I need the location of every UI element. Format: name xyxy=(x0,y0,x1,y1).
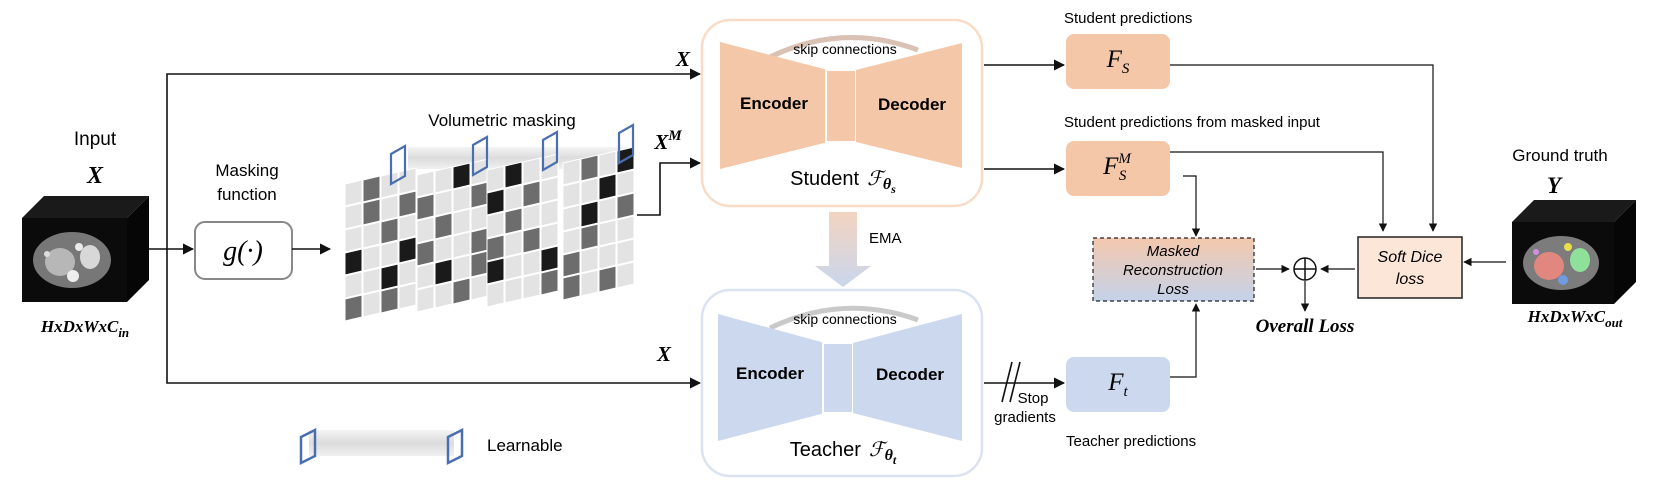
masking-function: Masking function g(·) xyxy=(194,161,293,280)
stop-gradient-slash-2 xyxy=(1009,361,1021,403)
teacher-pred-label: Teacher predictions xyxy=(1066,433,1196,450)
input-shape: HxDxWxCin xyxy=(40,317,129,340)
teacher-skip-label: skip connections xyxy=(793,311,897,327)
student-bottleneck xyxy=(825,69,857,143)
masked-slab xyxy=(416,135,489,313)
stop-gradients-line2: gradients xyxy=(994,409,1056,426)
teacher-network: skip connections Encoder Decoder Teacher… xyxy=(700,288,984,478)
mrl-line2: Reconstruction xyxy=(1123,262,1223,279)
teacher-skip-arc xyxy=(768,305,919,331)
student-skip-label: skip connections xyxy=(793,41,897,57)
masking-function-formula: g(·) xyxy=(223,236,263,267)
masked-input-symbol: XM xyxy=(653,128,682,154)
learnable-label: Learnable xyxy=(487,436,563,455)
masked-slab xyxy=(486,130,559,308)
input-arrows xyxy=(149,68,702,389)
student-decoder-label: Decoder xyxy=(878,95,946,114)
student-prediction: Student predictions FS xyxy=(1064,10,1192,89)
teacher-bottleneck xyxy=(822,342,854,414)
ct-volume-input-icon xyxy=(22,196,149,302)
ground-truth-symbol: Y xyxy=(1547,173,1563,198)
teacher-decoder-shape xyxy=(853,314,962,441)
ema-arrow xyxy=(815,212,871,287)
ground-truth-heading: Ground truth xyxy=(1512,146,1607,165)
student-encoder-shape xyxy=(720,42,828,169)
student-network: skip connections Encoder Decoder Student… xyxy=(700,18,984,208)
input-block: Input X HxDxWxCin xyxy=(22,129,149,340)
ema-label: EMA xyxy=(869,230,902,247)
teacher-decoder-label: Decoder xyxy=(876,365,944,384)
soft-dice-line1: Soft Dice xyxy=(1378,249,1443,266)
student-pred-label: Student predictions xyxy=(1064,10,1192,27)
ground-truth-shape: HxDxWxCout xyxy=(1527,307,1623,330)
stop-gradients-line1: Stop xyxy=(1018,390,1049,407)
masked-slab xyxy=(344,144,417,322)
teacher-encoder-label: Encoder xyxy=(736,364,804,383)
mrl-line3: Loss xyxy=(1157,281,1189,298)
masking-function-box xyxy=(194,221,293,280)
masked-volume-stack xyxy=(344,123,635,322)
teacher-pred-symbol: Ft xyxy=(1107,369,1128,400)
segmentation-volume-icon xyxy=(1512,200,1636,304)
student-encoder-label: Encoder xyxy=(740,94,808,113)
masked-slab xyxy=(562,123,635,301)
mrl-line1: Masked xyxy=(1147,243,1200,260)
teacher-prediction: Ft Teacher predictions xyxy=(1066,357,1196,450)
loss-connectors xyxy=(1170,64,1506,378)
teacher-input-symbol: X xyxy=(656,342,672,366)
stop-gradient-slash-1 xyxy=(1001,361,1013,403)
student-decoder-shape xyxy=(856,43,962,168)
masking-function-label-2: function xyxy=(217,185,277,204)
input-symbol: X xyxy=(86,163,104,189)
masking-function-label-1: Masking xyxy=(215,161,278,180)
learnable-legend: Learnable xyxy=(299,427,563,466)
masked-pred-label: Student predictions from masked input xyxy=(1064,114,1321,131)
learnable-edge-marker xyxy=(389,144,407,186)
student-skip-arc xyxy=(768,35,919,60)
volumetric-masking: Volumetric masking xyxy=(344,111,635,322)
learnable-edge-marker xyxy=(541,130,559,172)
soft-dice-line2: loss xyxy=(1396,271,1424,288)
volumetric-masking-title: Volumetric masking xyxy=(428,111,575,130)
learnable-edge-right xyxy=(446,427,464,466)
learnable-edge-marker xyxy=(471,135,489,177)
input-heading: Input xyxy=(74,129,117,150)
masked-reconstruction-loss: Masked Reconstruction Loss xyxy=(1092,237,1255,302)
teacher-encoder-shape xyxy=(718,314,825,441)
student-input-symbol: X xyxy=(675,47,691,71)
ground-truth-block: Ground truth Y HxDxWxCout xyxy=(1512,146,1636,330)
sum-node xyxy=(1293,257,1317,281)
soft-dice-loss: Soft Dice loss xyxy=(1357,236,1463,299)
learnable-edge-marker xyxy=(617,123,635,165)
output-arrows xyxy=(984,59,1066,403)
student-pred-symbol: FS xyxy=(1106,46,1130,77)
masked-prediction: Student predictions from masked input FM… xyxy=(1064,114,1321,196)
overall-loss-label: Overall Loss xyxy=(1256,316,1355,337)
learnable-edge-left xyxy=(299,427,317,466)
